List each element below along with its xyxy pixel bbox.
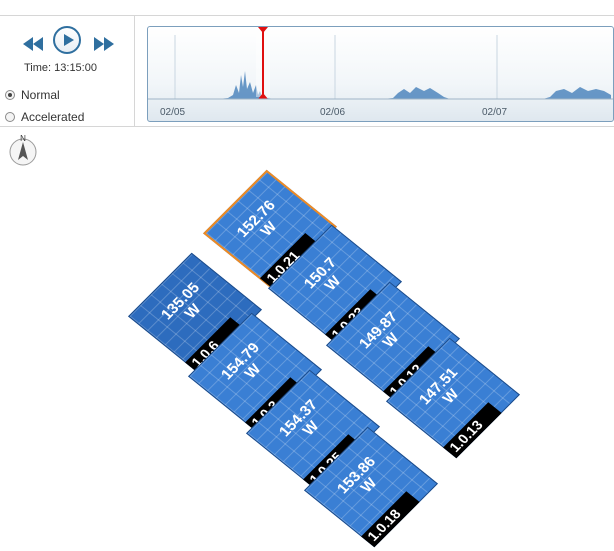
playhead-bottom-marker — [258, 93, 268, 99]
mode-accelerated-label: Accelerated — [21, 110, 85, 124]
playhead-top-marker — [258, 27, 268, 33]
fast-forward-button[interactable] — [93, 36, 115, 52]
fast-forward-icon — [94, 37, 114, 51]
compass-north-label: N — [20, 134, 26, 143]
timeline-graph — [148, 27, 613, 100]
timeline-date-label: 02/07 — [482, 107, 508, 118]
divider — [0, 126, 614, 127]
top-strip — [0, 0, 614, 16]
time-readout: Time: 13:15:00 — [24, 62, 97, 74]
playback-controls: Time: 13:15:00 Normal Accelerated — [0, 16, 135, 126]
timeline-scrubber[interactable]: 02/05 02/06 02/07 — [147, 26, 614, 122]
rewind-icon — [23, 37, 43, 51]
mode-normal-label: Normal — [21, 88, 60, 102]
timeline-date-label: 02/05 — [160, 107, 186, 118]
mode-accelerated-radio[interactable]: Accelerated — [5, 110, 84, 124]
play-button[interactable] — [53, 26, 81, 54]
compass-icon: N — [8, 133, 38, 167]
radio-dot — [5, 112, 15, 122]
timeline-date-label: 02/06 — [320, 107, 346, 118]
rewind-button[interactable] — [22, 36, 44, 52]
mode-normal-radio[interactable]: Normal — [5, 88, 60, 102]
radio-dot — [5, 90, 15, 100]
panel-id: 1.0.13 — [443, 402, 502, 459]
panel-id: 1.0.18 — [361, 491, 420, 548]
play-icon — [64, 34, 74, 46]
